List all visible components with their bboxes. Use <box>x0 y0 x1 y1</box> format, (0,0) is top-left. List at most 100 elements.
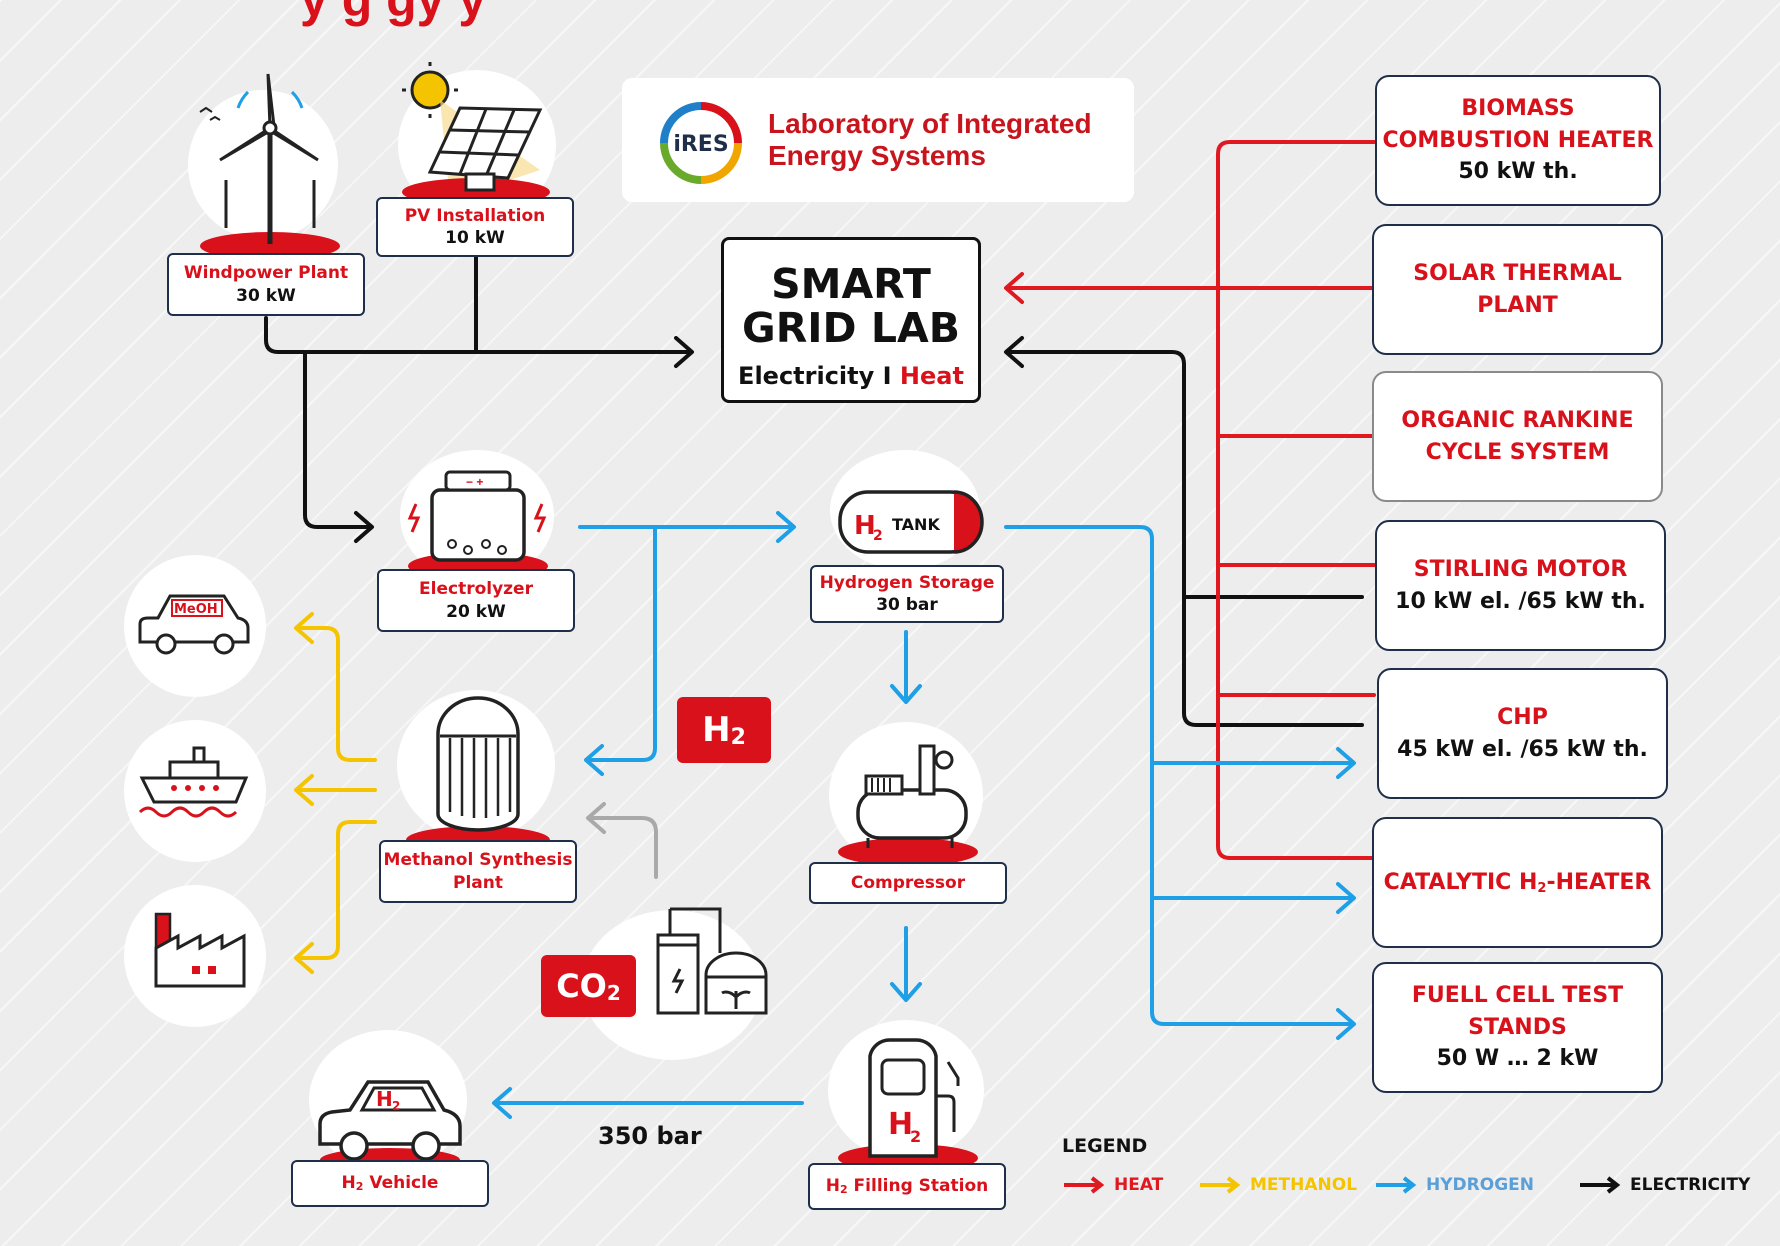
biomass-title-1: BIOMASS <box>1461 95 1575 121</box>
filling-title: Filling Station <box>853 1176 989 1197</box>
pv-label: PV Installation 10 kW <box>376 197 574 257</box>
vehicle-sub: 2 <box>355 1180 364 1194</box>
biomass-value: 50 kW th. <box>1458 159 1578 185</box>
page-title: y g gy y <box>300 0 486 28</box>
legend-label-electricity: ELECTRICITY <box>1630 1175 1751 1195</box>
chp-title: CHP <box>1497 704 1548 730</box>
orc-title-1: ORGANIC RANKINE <box>1401 407 1634 433</box>
arrowhead-methanol-ship <box>294 774 314 806</box>
methanol-title-1: Methanol Synthesis <box>383 850 573 871</box>
filling-prefix: H <box>825 1176 840 1197</box>
arrowhead-h2-catalytic <box>1336 882 1356 914</box>
svg-text:H: H <box>888 1107 913 1142</box>
consumer-solar-thermal: SOLAR THERMAL PLANT <box>1372 224 1663 355</box>
electrolyzer-icon: − + <box>407 470 548 580</box>
consumer-stirling: STIRLING MOTOR 10 kW el. /65 kW th. <box>1375 520 1666 651</box>
biomass-title-2: COMBUSTION HEATER <box>1382 127 1654 153</box>
wire-methanol-car <box>298 626 377 762</box>
lab-name-line1: Laboratory of Integrated <box>768 108 1092 139</box>
wind-value: 30 kW <box>236 285 296 306</box>
legend-label-hydrogen: HYDROGEN <box>1426 1175 1534 1195</box>
ship-icon <box>138 746 249 818</box>
arrowhead-h2-storage <box>776 511 796 543</box>
factory-icon <box>154 912 246 988</box>
legend-label-methanol: METHANOL <box>1250 1175 1358 1195</box>
ires-logo-icon: iRES <box>660 102 742 184</box>
electrolyzer-label: Electrolyzer 20 kW <box>377 569 575 632</box>
methanol-title-2: Plant <box>453 872 503 893</box>
h2-car-icon: H 2 <box>318 1080 462 1172</box>
catalytic-title: CATALYTIC H <box>1383 869 1538 895</box>
solar-panel-icon <box>402 62 550 206</box>
wire-h2-storage-consumers <box>1004 525 1352 1026</box>
storage-title: Hydrogen Storage <box>819 572 995 593</box>
wire-electricity-wind <box>264 316 690 354</box>
arrowhead-h2-filling <box>890 982 922 1002</box>
vehicle-prefix: H <box>341 1173 356 1194</box>
orc-title-2: CYCLE SYSTEM <box>1425 439 1610 465</box>
wind-title: Windpower Plant <box>183 263 349 284</box>
methanol-reactor-icon <box>406 696 550 854</box>
legend-title: LEGEND <box>1062 1135 1148 1157</box>
arrowhead-electricity-grid <box>674 336 694 368</box>
legend-item-electricity: ELECTRICITY <box>1578 1175 1750 1195</box>
svg-text:− +: − + <box>466 475 483 489</box>
legend-arrow-methanol <box>1200 1176 1241 1194</box>
wire-h2-to-methanol <box>588 525 657 762</box>
fuelcell-title-2: STANDS <box>1468 1014 1567 1040</box>
compressor-label: Compressor <box>809 862 1007 904</box>
svg-text:H: H <box>854 511 876 541</box>
storage-value: 30 bar <box>876 595 938 615</box>
h2-pump-icon: H 2 <box>838 1038 978 1172</box>
lab-name: Laboratory of Integrated Energy Systems <box>768 108 1128 172</box>
arrowhead-electricity-from-chp <box>1004 336 1024 368</box>
wind-turbine-icon <box>199 73 340 258</box>
compressor-title: Compressor <box>850 872 966 893</box>
smart-grid-lab-box: SMART GRID LAB Electricity I Heat <box>721 237 981 403</box>
svg-text:TANK: TANK <box>892 515 940 534</box>
filling-sub: 2 <box>839 1183 848 1197</box>
electrolyzer-value: 20 kW <box>446 601 506 622</box>
solar-title-2: PLANT <box>1477 292 1558 318</box>
smart-grid-subtitle: Electricity I Heat <box>738 362 964 390</box>
svg-text:H: H <box>376 1087 393 1111</box>
wire-electricity-electrolyzer <box>303 350 370 529</box>
consumer-chp: CHP 45 kW el. /65 kW th. <box>1377 668 1668 799</box>
methanol-car-icon: MeOH <box>138 594 250 655</box>
arrowhead-methanol-factory <box>294 942 314 974</box>
smart-grid-line2: GRID LAB <box>742 304 960 352</box>
wire-co2-to-methanol <box>590 816 658 879</box>
solar-title-1: SOLAR THERMAL <box>1413 260 1622 286</box>
biogas-plant-icon <box>656 907 768 1015</box>
catalytic-sub: 2 <box>1537 881 1547 897</box>
fuelcell-value: 50 W … 2 kW <box>1436 1046 1599 1072</box>
lab-name-line2: Energy Systems <box>768 140 986 172</box>
svg-text:2: 2 <box>392 1099 400 1113</box>
h2-tank-icon: H 2 TANK <box>838 490 984 554</box>
smart-grid-line1: SMART <box>771 260 931 308</box>
wire-heat-bus <box>1216 140 1376 860</box>
pv-title: PV Installation <box>404 205 546 226</box>
wire-electricity-chp <box>1008 350 1364 727</box>
arrowhead-h2-methanol <box>584 744 604 776</box>
compressor-icon <box>838 744 978 864</box>
storage-label: Hydrogen Storage 30 bar <box>810 565 1004 623</box>
arrowhead-methanol-car <box>294 612 314 644</box>
svg-text:iRES: iRES <box>673 132 728 157</box>
stirling-title: STIRLING MOTOR <box>1413 556 1628 582</box>
arrowhead-co2 <box>586 802 606 834</box>
catalytic-suffix: -HEATER <box>1546 869 1652 895</box>
legend-arrow-hydrogen <box>1376 1176 1417 1194</box>
fuelcell-title-1: FUELL CELL TEST <box>1411 982 1624 1008</box>
legend-arrow-heat <box>1064 1176 1105 1194</box>
lab-card: iRES Laboratory of Integrated Energy Sys… <box>622 78 1134 202</box>
legend-item-methanol: METHANOL <box>1198 1175 1357 1195</box>
arrowhead-h2-compressor <box>890 684 922 704</box>
